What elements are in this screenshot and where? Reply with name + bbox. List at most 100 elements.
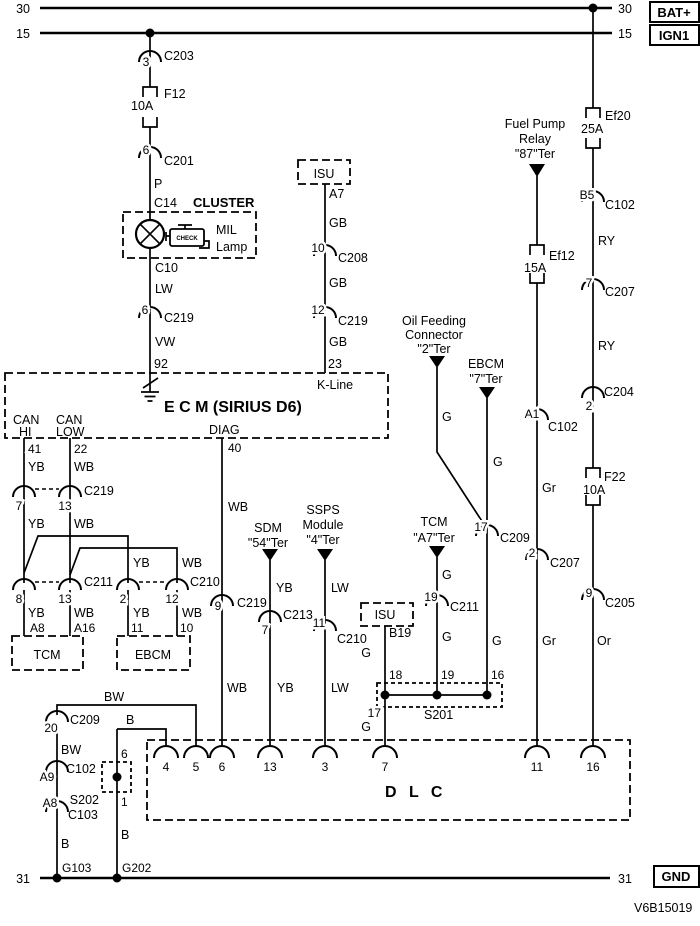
rail-31-left: 31	[16, 872, 30, 886]
c219-label-isu: C219	[338, 314, 368, 328]
ef12-label: Ef12	[549, 249, 575, 263]
dlc-title: D L C	[385, 784, 446, 801]
c219-6-pin: 6	[142, 303, 149, 317]
wire-yb-sdm-1: YB	[276, 581, 293, 595]
wire-vw: VW	[155, 335, 175, 349]
s202-box	[101, 761, 132, 793]
ign1-terminal-box	[649, 24, 700, 46]
sdm-arrow	[262, 549, 278, 561]
isu-pin-a7: A7	[329, 187, 344, 201]
wire-yb-branch-1: YB	[133, 556, 150, 570]
dlc-pin-11: 11	[531, 760, 544, 774]
c201-pin: 6	[143, 143, 150, 157]
wire-wb-canlow-2: WB	[74, 517, 94, 531]
dlc-pin-4: 4	[163, 760, 170, 774]
ecm-pin-92: 92	[154, 357, 168, 371]
c219-9-label: C219	[237, 596, 267, 610]
wire-b-horizontal: B	[126, 713, 134, 727]
c205-label: C205	[605, 596, 635, 610]
mil-lamp-icon	[134, 218, 166, 250]
c10-pin: C10	[155, 261, 178, 275]
c211-13-pin: 13	[58, 592, 72, 606]
c207-2-label: C207	[550, 556, 580, 570]
c211-19-pin: 19	[424, 590, 438, 604]
wire-bw-horizontal: BW	[104, 690, 124, 704]
tcm-pin-a8: A8	[30, 621, 45, 635]
s202-pin-6: 6	[121, 747, 128, 761]
bat-terminal-label: BAT+	[657, 5, 691, 20]
isu-top-box	[297, 159, 351, 185]
g103-label: G103	[62, 861, 92, 875]
tcm-box-label: TCM	[33, 648, 60, 662]
c211-8-pin: 8	[16, 592, 23, 606]
rail-30-right: 30	[618, 2, 632, 16]
c204-label: C204	[604, 385, 634, 399]
power-rails	[40, 3, 612, 883]
s201-box	[376, 682, 503, 708]
ebcm-box-label: EBCM	[135, 648, 171, 662]
c14-pin: C14	[154, 196, 177, 210]
f22-label: F22	[604, 470, 626, 484]
source-arrows	[262, 164, 545, 561]
c103-a8-label: C103	[68, 808, 98, 822]
wire-ry-1: RY	[598, 234, 616, 248]
ecm-pin-41: 41	[28, 442, 42, 456]
connector-arcs	[12, 50, 606, 813]
c207-7-label: C207	[605, 285, 635, 299]
dlc-box	[146, 739, 631, 821]
wire-lw: LW	[155, 282, 173, 296]
junction-dots	[112, 690, 492, 782]
c219-13-pin: 13	[58, 499, 72, 513]
sdm-terminal: "54"Ter	[248, 536, 288, 550]
can-low-label-1: CAN	[56, 413, 82, 427]
wire-ry-2: RY	[598, 339, 616, 353]
c210-pair-label: C210	[190, 575, 220, 589]
wire-or: Or	[597, 634, 611, 648]
dlc-pin-13: 13	[263, 760, 277, 774]
s201-pin-19: 19	[441, 668, 455, 682]
wire-yb-canhi-2: YB	[28, 517, 45, 531]
c203-pin: 3	[143, 55, 150, 69]
c204-2-pin: 2	[586, 399, 593, 413]
oil-name-1: Oil Feeding	[402, 314, 466, 328]
c203-label: C203	[164, 49, 194, 63]
fuel-pump-relay-arrow	[529, 164, 545, 177]
relay-name-1: Fuel Pump	[505, 117, 565, 131]
tcm-src-name: TCM	[420, 515, 447, 529]
ebcm-src-name: EBCM	[468, 357, 504, 371]
rail-15-right: 15	[618, 27, 632, 41]
can-hi-label-1: CAN	[13, 413, 39, 427]
wire-lw-ssps-2: LW	[331, 681, 349, 695]
wire-wb-branch-1: WB	[182, 556, 202, 570]
ef12-amp: 15A	[524, 261, 547, 275]
dlc-pin-5: 5	[193, 760, 200, 774]
wire-gb-3: GB	[329, 335, 347, 349]
wire-yb-branch-2: YB	[133, 606, 150, 620]
c213-7-pin: 7	[262, 623, 269, 637]
tcm-box	[11, 635, 84, 671]
diagram-id: V6B15019	[634, 901, 692, 915]
s201-label: S201	[424, 708, 453, 722]
s201-pin-18: 18	[389, 668, 403, 682]
wire-wb-canlow-3: WB	[74, 606, 94, 620]
c209-20-pin: 20	[44, 721, 58, 735]
s201-pin-17: 17	[368, 706, 382, 720]
wire-wb-diag-2: WB	[227, 681, 247, 695]
gnd-terminal-box	[653, 865, 700, 888]
c219-pair-label: C219	[84, 484, 114, 498]
dlc-pin-6: 6	[219, 760, 226, 774]
rail-15-left: 15	[16, 27, 30, 41]
check-engine-text: CHECK	[176, 236, 198, 242]
check-engine-icon: CHECK	[165, 224, 210, 249]
ecm-box	[4, 372, 389, 439]
c102-a1-label: C102	[548, 420, 578, 434]
ssps-name-2: Module	[303, 518, 344, 532]
ecm-title: E C M (SIRIUS D6)	[164, 399, 302, 416]
c219-label-mil: C219	[164, 311, 194, 325]
ign1-terminal-label: IGN1	[659, 28, 689, 43]
c209-17-label: C209	[500, 531, 530, 545]
ef20-amp: 25A	[581, 122, 604, 136]
f12-amp: 10A	[131, 99, 154, 113]
